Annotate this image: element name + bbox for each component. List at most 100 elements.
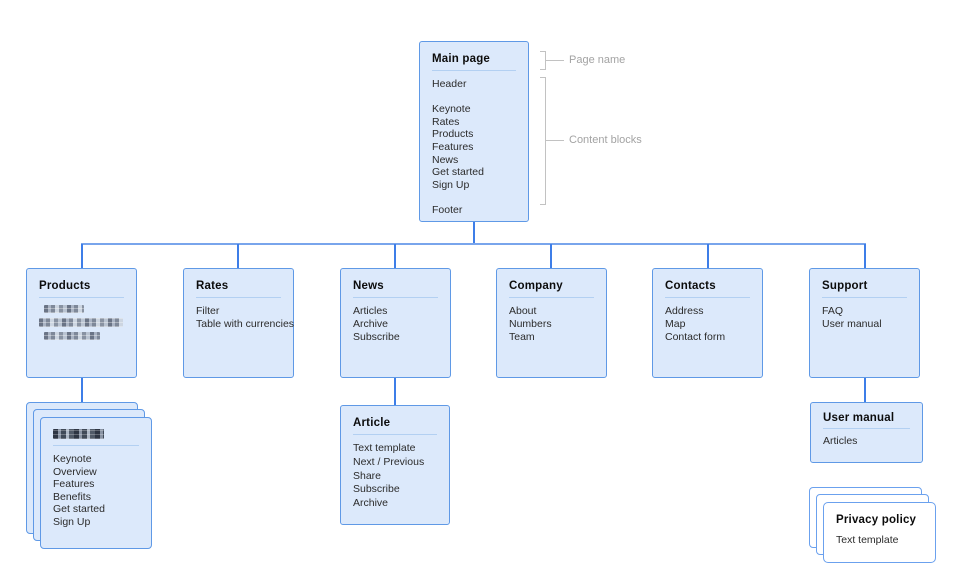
list-item: Rates: [432, 115, 460, 128]
node-title: Contacts: [665, 280, 716, 292]
node-title: Rates: [196, 280, 229, 292]
connector-drop-support: [864, 244, 866, 269]
node-item-list: Articles: [823, 435, 910, 448]
connector-products-pages: [81, 378, 83, 403]
list-item: Table with currencies: [196, 318, 295, 330]
redacted-text-line: [39, 318, 123, 327]
title-underline: [353, 297, 438, 298]
redacted-title: [53, 429, 104, 439]
list-item: Get started: [432, 166, 484, 179]
node-privacy-policy: Privacy policy Text template: [823, 502, 936, 563]
title-underline: [196, 297, 281, 298]
bracket-page-name: [540, 51, 546, 70]
connector-bus: [81, 243, 866, 245]
list-item: Articles: [353, 305, 388, 317]
list-item: Text template: [836, 534, 899, 546]
title-underline: [39, 297, 124, 298]
connector-mainpage-down: [473, 222, 475, 245]
node-title: Company: [509, 280, 563, 292]
node-title: Article: [353, 417, 391, 429]
title-underline: [432, 70, 516, 71]
list-item: Get started: [53, 503, 105, 516]
list-item: Share: [353, 469, 382, 482]
redacted-text-line: [44, 332, 100, 340]
list-spacer: [432, 191, 516, 204]
node-title: Privacy policy: [836, 514, 917, 526]
connector-drop-news: [394, 244, 396, 269]
list-item: Archive: [353, 318, 389, 330]
title-underline: [509, 297, 594, 298]
title-underline: [53, 445, 139, 446]
list-item: Sign Up: [432, 178, 470, 191]
node-title: Products: [39, 280, 91, 292]
title-underline: [822, 297, 907, 298]
list-spacer: [432, 91, 516, 104]
annotation-page-name: Page name: [569, 54, 626, 66]
node-products: Products: [26, 268, 137, 378]
list-item: Keynote: [53, 453, 92, 465]
list-item: Contact form: [665, 331, 726, 343]
list-item: Map: [665, 318, 686, 330]
connector-drop-products: [81, 244, 83, 269]
list-item: About: [509, 305, 537, 317]
list-item: Keynote: [432, 103, 471, 116]
annotation-line-content-blocks: [546, 140, 564, 141]
list-item: Features: [432, 140, 474, 153]
list-item: Subscribe: [353, 483, 400, 496]
list-item: User manual: [822, 318, 882, 330]
bracket-content-blocks: [540, 77, 546, 205]
title-underline: [665, 297, 750, 298]
annotation-line-page-name: [546, 60, 564, 61]
node-user-manual: User manual Articles: [810, 402, 923, 463]
list-item: Archive: [353, 497, 389, 510]
title-underline: [823, 428, 910, 429]
list-item: Features: [53, 478, 95, 491]
list-item: Overview: [53, 465, 97, 478]
list-item: FAQ: [822, 305, 844, 317]
list-item: Benefits: [53, 490, 91, 503]
node-title: News: [353, 280, 384, 292]
connector-support-usermanual: [864, 378, 866, 403]
connector-drop-contacts: [707, 244, 709, 269]
connector-drop-rates: [237, 244, 239, 269]
list-item: Filter: [196, 305, 220, 317]
list-item: Team: [509, 331, 535, 343]
title-underline: [353, 434, 437, 435]
node-title: User manual: [823, 412, 895, 424]
annotation-content-blocks: Content blocks: [569, 134, 642, 146]
node-item-list: Text template: [836, 534, 923, 547]
list-item: Sign Up: [53, 515, 91, 528]
list-item: Header: [432, 78, 467, 90]
list-item: News: [432, 153, 459, 166]
list-item: Next / Previous: [353, 455, 425, 468]
connector-news-article: [394, 378, 396, 406]
node-title: Support: [822, 280, 868, 292]
redacted-content: [39, 305, 124, 340]
list-item: Articles: [823, 435, 858, 447]
redacted-text-line: [44, 305, 84, 313]
node-title: Main page: [432, 53, 491, 65]
list-item: Footer: [432, 203, 463, 216]
list-item: Products: [432, 128, 474, 141]
list-item: Numbers: [509, 318, 552, 330]
list-item: Subscribe: [353, 331, 400, 343]
list-item: Text template: [353, 442, 416, 454]
connector-drop-company: [550, 244, 552, 269]
